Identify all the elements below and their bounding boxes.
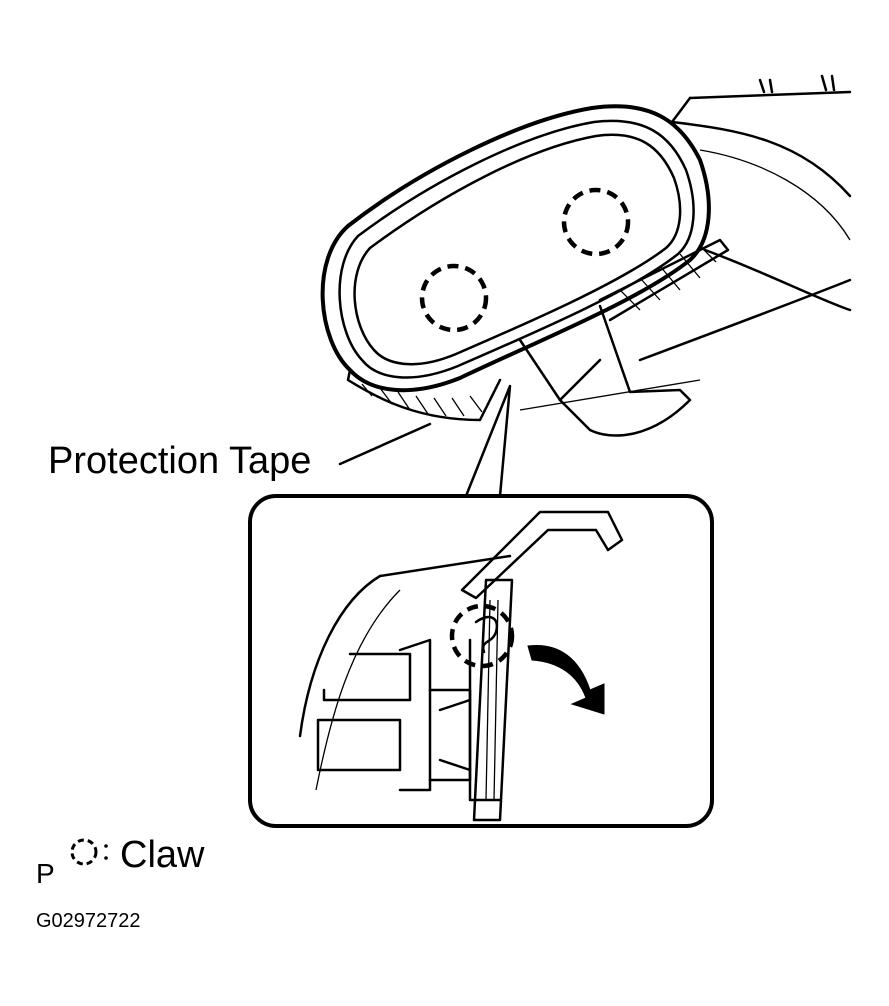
callout-pointer: [464, 384, 512, 498]
claw-marker-upper: [561, 187, 631, 257]
colon-dot-top: [104, 844, 108, 848]
screwdriver-tool: [460, 510, 624, 600]
door-panel: [519, 74, 852, 411]
rotation-arrow: [527, 644, 605, 715]
colon-dot-bottom: [104, 856, 108, 860]
detail-callout-box: [248, 494, 714, 828]
mirror-cross-section: [298, 554, 514, 822]
figure-id: G02972722: [36, 910, 141, 932]
claw-marker-detail: [449, 603, 515, 669]
legend-claw-label: Claw: [120, 834, 205, 876]
claw-legend-icon: [70, 838, 98, 866]
protection-tape-label: Protection Tape: [48, 440, 312, 482]
legend-p-label: P: [36, 858, 55, 889]
claw-marker-lower: [419, 263, 489, 333]
mirror-housing: [320, 104, 730, 437]
tape-leader-line: [338, 422, 432, 466]
